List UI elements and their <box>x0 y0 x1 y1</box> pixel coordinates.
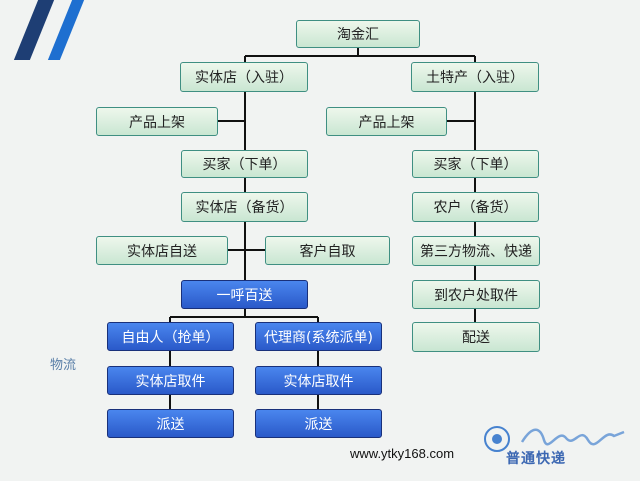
node-agent-pickup: 实体店取件 <box>255 366 382 395</box>
node-store-buyer-order: 买家（下单） <box>181 150 308 178</box>
node-one-call: 一呼百送 <box>181 280 308 309</box>
node-farmer-pickup: 到农户处取件 <box>412 280 540 309</box>
node-store-join: 实体店（入驻） <box>180 62 308 92</box>
node-store-self-delivery: 实体店自送 <box>96 236 228 265</box>
node-customer-pickup: 客户自取 <box>265 236 390 265</box>
side-label-logistics: 物流 <box>50 358 77 373</box>
node-local-listing: 产品上架 <box>326 107 447 136</box>
node-store-stock: 实体店（备货） <box>181 192 308 222</box>
node-freelancer-dispatch: 派送 <box>107 409 234 438</box>
node-local-buyer-order: 买家（下单） <box>412 150 539 178</box>
node-third-party-logistics: 第三方物流、快递 <box>412 236 540 266</box>
watermark-text: 普通快递 <box>506 451 566 467</box>
watermark: 普通快递 <box>484 420 634 475</box>
node-agent: 代理商(系统派单) <box>255 322 382 351</box>
node-store-listing: 产品上架 <box>96 107 218 136</box>
node-agent-dispatch: 派送 <box>255 409 382 438</box>
script-logo-icon <box>520 428 625 446</box>
node-root: 淘金汇 <box>296 20 420 48</box>
node-local-delivery: 配送 <box>412 322 540 352</box>
node-freelancer-pickup: 实体店取件 <box>107 366 234 395</box>
website-url: www.ytky168.com <box>350 446 455 461</box>
wechat-logo-icon <box>484 426 510 452</box>
node-farmer-stock: 农户（备货） <box>412 192 539 222</box>
node-local-join: 土特产（入驻） <box>411 62 539 92</box>
node-freelancer: 自由人（抢单） <box>107 322 234 351</box>
